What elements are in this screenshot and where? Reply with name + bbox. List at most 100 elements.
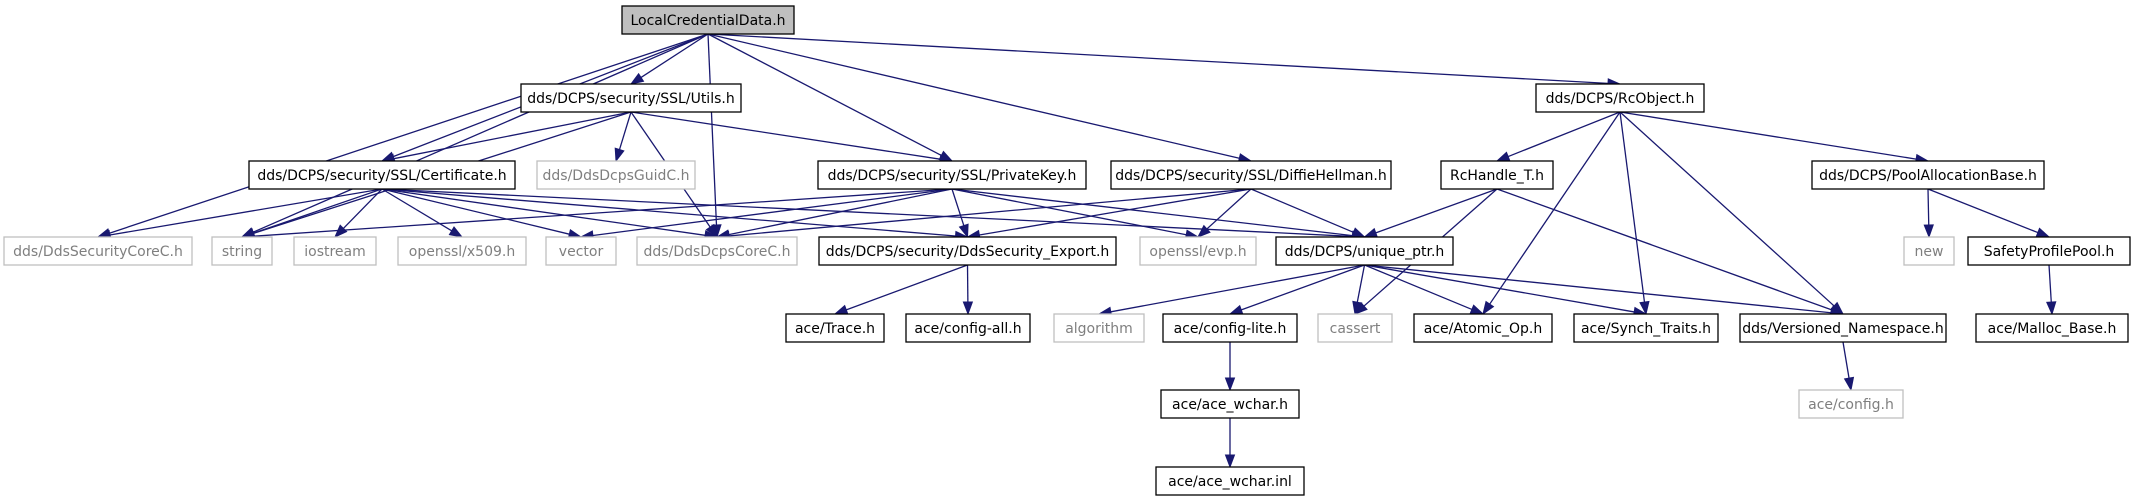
edge-line <box>630 111 941 160</box>
edge-line <box>979 188 1252 236</box>
edge-line <box>381 188 956 237</box>
node-box <box>905 313 1031 343</box>
node-box <box>1275 236 1454 266</box>
node-label: dds/DCPS/security/DdsSecurity_Export.h <box>826 244 1110 260</box>
node-box <box>1903 236 1955 266</box>
node-dds-dcps-security-ssl-privatekey-h[interactable]: dds/DCPS/security/SSL/PrivateKey.h <box>817 160 1087 190</box>
node-ace-trace-h[interactable]: ace/Trace.h <box>785 313 885 343</box>
node-box <box>1967 236 2131 266</box>
arrowhead-icon <box>1352 300 1363 316</box>
node-box <box>397 236 527 266</box>
node-rchandle-t-h[interactable]: RcHandle_T.h <box>1440 160 1554 190</box>
node-safetyprofilepool-h[interactable]: SafetyProfilePool.h <box>1967 236 2131 266</box>
node-label: dds/DdsSecurityCoreC.h <box>13 244 183 260</box>
edge-line <box>109 33 709 234</box>
edge-line <box>253 188 953 237</box>
node-box <box>1317 313 1393 343</box>
edge-line <box>728 188 953 236</box>
arrowhead-icon <box>629 72 645 85</box>
arrowhead-icon <box>1639 300 1650 316</box>
node-box <box>1798 389 1904 419</box>
node-ace-ace-wchar-h[interactable]: ace/ace_wchar.h <box>1160 389 1300 419</box>
edge-line <box>707 33 1609 84</box>
edge-ssl_utils-to-privatekey <box>630 111 954 165</box>
node-dds-dcps-security-ssl-certificate-h[interactable]: dds/DCPS/security/SSL/Certificate.h <box>248 160 516 190</box>
node-dds-versioned-namespace-h[interactable]: dds/Versioned_Namespace.h <box>1739 313 1947 343</box>
node-iostream: iostream <box>293 236 377 266</box>
arrowhead-icon <box>958 223 969 239</box>
edge-line <box>592 188 953 237</box>
edge-uniqueptr-to-synchtraits <box>1364 264 1648 318</box>
edge-line <box>1110 264 1365 313</box>
edge-poolalloc-to-safetypool <box>1927 188 2051 238</box>
edge-diffiehellman-to-evp <box>1196 188 1252 238</box>
node-label: dds/DCPS/security/SSL/Certificate.h <box>257 168 506 184</box>
node-localcredentialdata-h[interactable]: LocalCredentialData.h <box>621 5 795 35</box>
node-label: dds/DCPS/unique_ptr.h <box>1285 244 1445 260</box>
edge-line <box>381 188 1353 238</box>
node-box <box>1139 236 1257 266</box>
node-label: ace/ace_wchar.h <box>1172 397 1288 413</box>
node-box <box>536 160 696 190</box>
node-dds-dcps-poolallocationbase-h[interactable]: dds/DCPS/PoolAllocationBase.h <box>1811 160 2045 190</box>
node-label: algorithm <box>1065 321 1133 337</box>
edge-ssl_utils-to-certificate <box>380 111 632 164</box>
node-box <box>621 5 795 35</box>
edge-layer <box>96 33 2057 469</box>
node-dds-dcps-rcobject-h[interactable]: dds/DCPS/RcObject.h <box>1535 83 1705 113</box>
arrowhead-icon <box>448 226 464 238</box>
edge-certificate-to-secexport <box>381 188 969 242</box>
edge-safetypool-to-mallocbase <box>2046 264 2057 316</box>
arrowhead-icon <box>1469 304 1485 315</box>
edge-rchandle-to-versioned <box>1496 188 1845 315</box>
edge-ssl_utils-to-guidc <box>614 111 632 163</box>
edge-line <box>707 33 1240 159</box>
node-ace-synch-traits-h[interactable]: ace/Synch_Traits.h <box>1573 313 1719 343</box>
edge-line <box>252 33 709 233</box>
node-label: cassert <box>1330 321 1381 337</box>
edge-line <box>1619 111 1917 160</box>
edge-line <box>1364 264 1635 313</box>
node-ace-config-lite-h[interactable]: ace/config-lite.h <box>1162 313 1298 343</box>
arrowhead-icon <box>1923 224 1934 239</box>
arrowhead-icon <box>2046 301 2057 316</box>
edge-certificate-to-x509 <box>381 188 464 238</box>
edge-secexport-to-trace <box>833 264 968 315</box>
edge-root-to-dcpscorec <box>707 33 722 239</box>
node-ace-ace-wchar-inl[interactable]: ace/ace_wchar.inl <box>1155 466 1305 496</box>
edge-line <box>1206 188 1252 230</box>
node-ace-config-all-h[interactable]: ace/config-all.h <box>905 313 1031 343</box>
node-label: ace/config.h <box>1808 397 1894 413</box>
node-label: ace/Trace.h <box>795 321 875 337</box>
edge-line <box>342 188 383 229</box>
edge-line <box>1364 264 1832 314</box>
node-box <box>1160 389 1300 419</box>
edge-line <box>1619 111 1646 303</box>
node-label: RcHandle_T.h <box>1450 168 1544 184</box>
arrowhead-icon <box>1228 304 1244 315</box>
arrowhead-icon <box>1843 376 1855 392</box>
node-label: iostream <box>304 244 366 260</box>
node-dds-dcps-security-ssl-diffiehellman-h[interactable]: dds/DCPS/security/SSL/DiffieHellman.h <box>1110 160 1392 190</box>
node-dds-dcps-security-ddssecurity-export-h[interactable]: dds/DCPS/security/DdsSecurity_Export.h <box>818 236 1117 266</box>
node-ace-config-h: ace/config.h <box>1798 389 1904 419</box>
edge-line <box>2048 264 2052 303</box>
node-dds-dcps-security-ssl-utils-h[interactable]: dds/DCPS/security/SSL/Utils.h <box>520 83 742 113</box>
node-label: dds/Versioned_Namespace.h <box>1742 321 1943 337</box>
arrowhead-icon <box>614 147 625 163</box>
node-label: dds/DCPS/security/SSL/PrivateKey.h <box>828 168 1077 184</box>
edge-certificate-to-uniqueptr <box>381 188 1366 242</box>
edge-privatekey-to-secexport <box>951 188 969 239</box>
arrowhead-icon <box>1224 377 1236 392</box>
edge-line <box>393 111 632 160</box>
node-label: dds/DCPS/security/SSL/Utils.h <box>527 91 734 107</box>
node-box <box>636 236 798 266</box>
node-box <box>1413 313 1553 343</box>
node-ace-atomic-op-h[interactable]: ace/Atomic_Op.h <box>1413 313 1553 343</box>
node-label: dds/DCPS/RcObject.h <box>1546 91 1695 107</box>
node-dds-ddssecuritycorec-h: dds/DdsSecurityCoreC.h <box>3 236 193 266</box>
node-ace-malloc-base-h[interactable]: ace/Malloc_Base.h <box>1975 313 2129 343</box>
arrowhead-icon <box>1482 300 1495 316</box>
node-dds-dcps-unique-ptr-h[interactable]: dds/DCPS/unique_ptr.h <box>1275 236 1454 266</box>
